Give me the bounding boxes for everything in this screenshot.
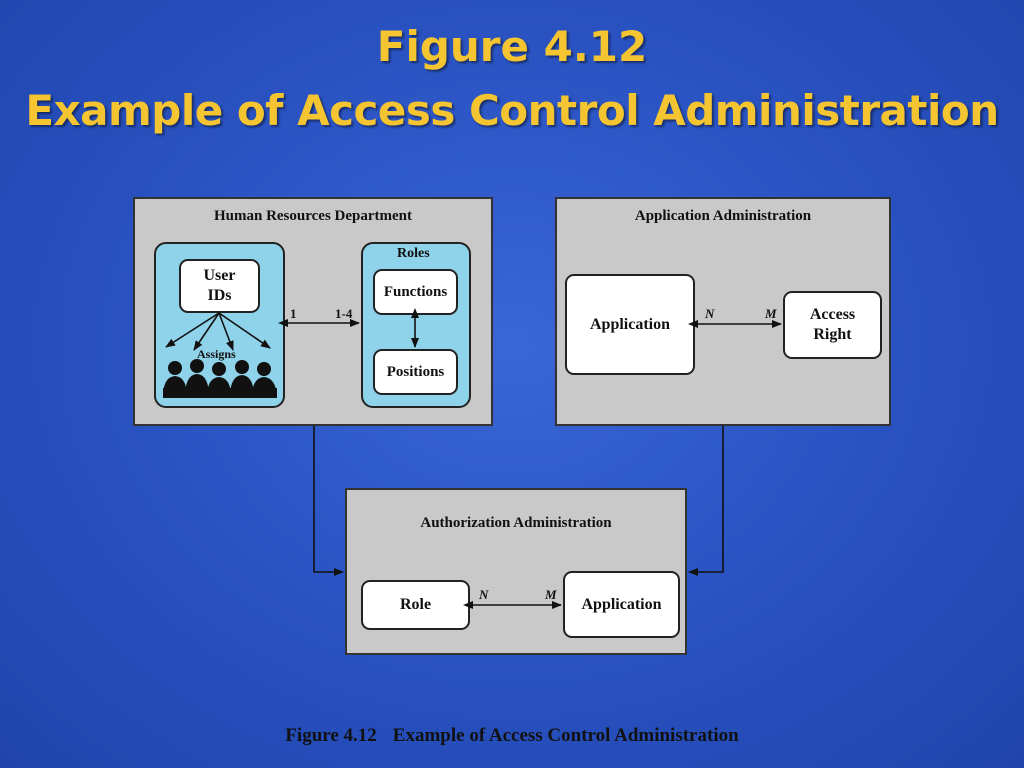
slide-title-line2: Example of Access Control Administration: [25, 86, 999, 135]
assigns-label: Assigns: [197, 347, 236, 361]
cardinality-one: 1: [290, 306, 297, 321]
app-admin-panel-title: Application Administration: [634, 208, 812, 224]
roles-label: Roles: [397, 246, 430, 261]
auth-cardinality-n: N: [479, 587, 489, 602]
role-box: Role: [361, 580, 470, 630]
application-box: Application: [565, 274, 695, 375]
figure-caption: Figure 4.12 Example of Access Control Adm…: [0, 725, 1024, 747]
user-ids-box: User IDs: [179, 259, 260, 313]
app-cardinality-m: M: [765, 306, 777, 321]
auth-cardinality-m: M: [545, 587, 557, 602]
app-admin-to-authorization-connector: [688, 426, 724, 576]
slide-title-line1: Figure 4.12: [376, 22, 648, 71]
auth-admin-panel-title: Authorization Administration: [420, 515, 612, 531]
caption-number: Figure 4.12: [285, 725, 377, 746]
functions-box: Functions: [373, 269, 458, 315]
hr-to-authorization-connector: [313, 426, 344, 576]
auth-application-box: Application: [563, 571, 680, 638]
positions-box: Positions: [373, 349, 458, 395]
app-cardinality-n: N: [705, 306, 715, 321]
cardinality-one-to-four: 1-4: [335, 306, 353, 321]
access-right-box: Access Right: [783, 291, 882, 359]
hr-panel-title: Human Resources Department: [213, 208, 413, 224]
caption-text: Example of Access Control Administration: [392, 725, 739, 746]
